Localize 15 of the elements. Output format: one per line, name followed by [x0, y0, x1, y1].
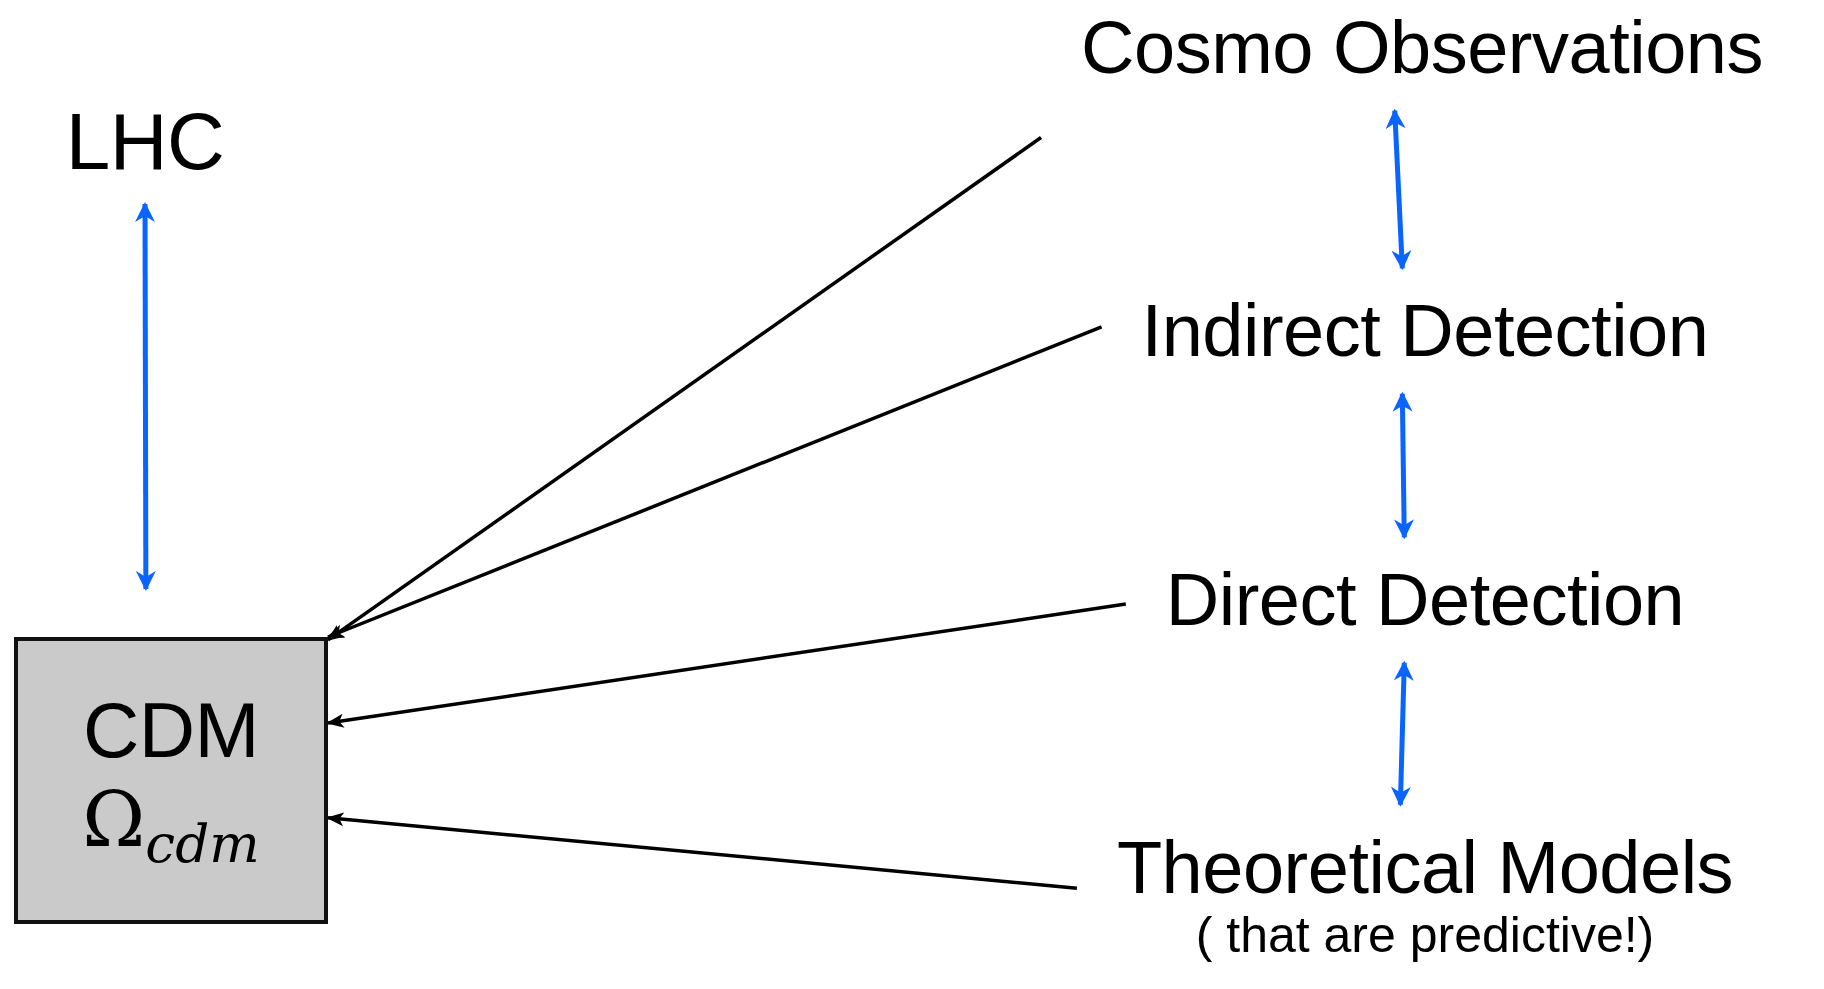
arrow: [1392, 391, 1414, 540]
formula: Ω$_{cdm}$: [82, 777, 260, 874]
arrow: [1385, 108, 1412, 271]
arrow: [1390, 660, 1414, 807]
node-label: Direct Detection: [1165, 559, 1685, 641]
node-subtitle: ( that are predictive!): [1195, 908, 1655, 964]
node-label: Cosmo Observations: [1081, 7, 1763, 89]
node-label: LHC: [65, 98, 225, 186]
node-label: Theoretical Models: [1116, 826, 1734, 909]
box-title: CDM: [82, 687, 260, 774]
arrow: [135, 202, 156, 591]
process-box: [14, 637, 328, 924]
arrow: [326, 325, 1103, 639]
arrow: [326, 136, 1043, 642]
node-label: Indirect Detection: [1141, 290, 1709, 372]
